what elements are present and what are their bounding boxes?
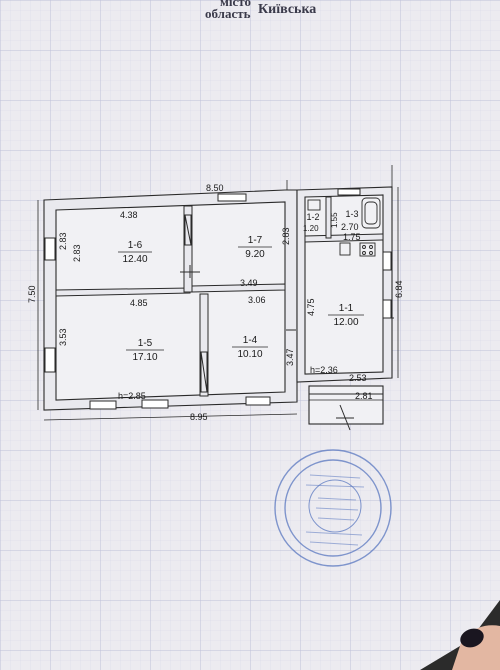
dim-room-1-2-width: 1.20 [303,224,319,233]
room-1-4-area: 10.10 [237,349,262,360]
dim-room-1-7-bottom: 3.49 [240,278,258,288]
room-labels: 1-6 12.40 1-7 9.20 1-5 17.10 1-4 10.10 1… [118,209,364,363]
dim-right-total: 6.84 [394,280,404,298]
dimension-lines [37,165,399,421]
dim-room-1-3-bottom: 1.75 [343,232,361,242]
exterior-walls [43,186,393,425]
header-region-label: область [205,6,251,21]
height-main: h=2.85 [118,391,146,401]
room-1-7-area: 9.20 [245,249,265,260]
windows [44,188,392,410]
dim-room-1-6-left-outer: 2.83 [58,232,68,250]
dim-porch-width: 2.81 [355,391,373,401]
stove-icon [359,242,376,257]
bathroom-fixtures [307,197,381,257]
room-1-7-id: 1-7 [248,235,263,246]
room-1-1-id: 1-1 [339,303,354,314]
dim-partition-1-4-top: 3.06 [248,295,266,305]
interior-partitions [55,196,384,397]
toilet-icon [307,199,321,211]
dim-partition-1-5-top: 4.85 [130,298,148,308]
dim-top-total: 8.50 [206,183,224,193]
room-1-3-id: 1-3 [345,209,358,219]
height-kitchen: h=2.36 [310,365,338,375]
dim-room-1-5-left: 3.53 [58,328,68,346]
dim-room-1-6-left-inner: 2.83 [72,244,82,262]
dim-left-total: 7.50 [27,285,37,303]
dim-bottom-total: 8.95 [190,412,208,422]
room-1-6-area: 12.40 [122,254,147,265]
dim-room-1-1-bottom: 2.53 [349,373,367,383]
dim-room-1-1-left: 4.75 [306,298,316,316]
doors [180,214,394,431]
room-1-2-id: 1-2 [306,212,319,222]
dim-room-1-6-top: 4.38 [120,210,138,220]
header-city-label: місто [220,0,251,9]
room-1-6-id: 1-6 [128,240,143,251]
dim-room-1-2-height: 1.55 [330,212,339,228]
dim-room-1-3-top: 2.70 [341,222,359,232]
header-region-value: Київська [258,2,317,17]
dim-room-1-4-right: 3.47 [285,348,295,366]
dim-room-1-7-right: 2.83 [281,227,291,245]
room-1-5-area: 17.10 [132,352,157,363]
room-1-4-id: 1-4 [243,335,258,346]
room-1-1-area: 12.00 [333,317,358,328]
bathtub-icon [361,197,381,229]
room-1-5-id: 1-5 [138,338,153,349]
